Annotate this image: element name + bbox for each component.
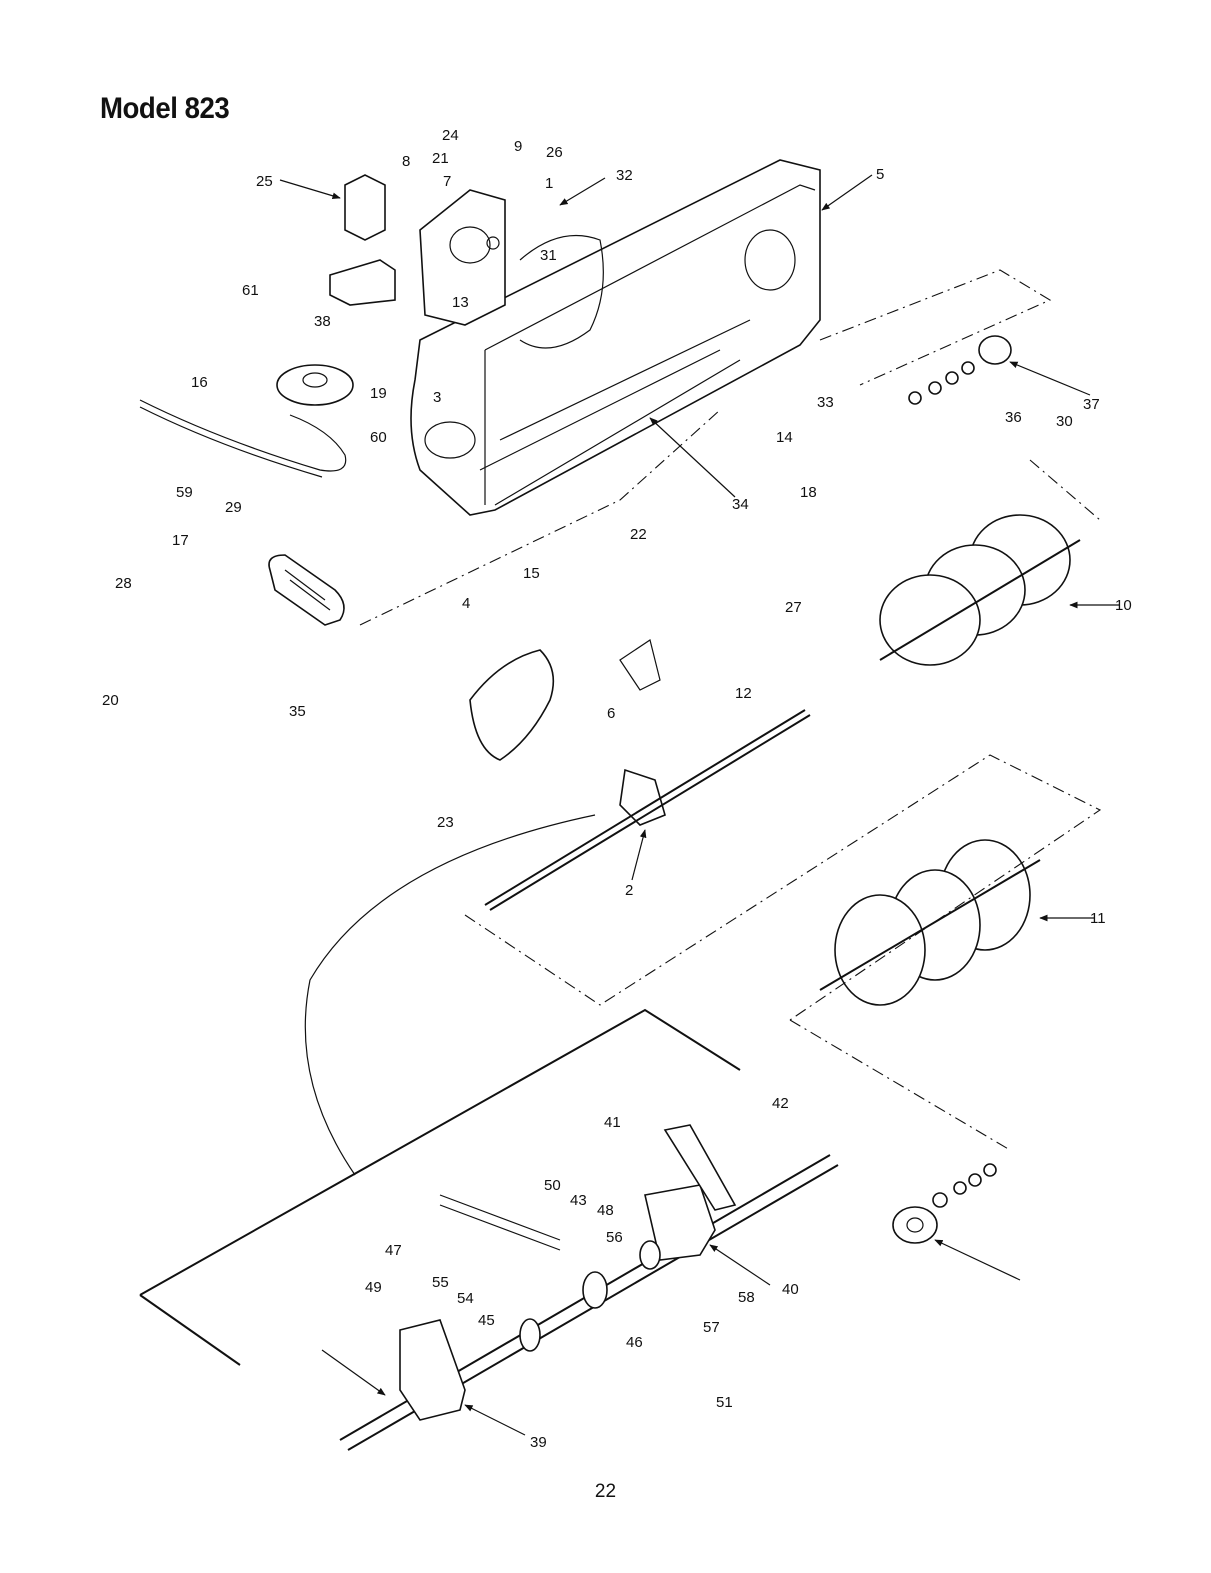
- callout-24: 24: [442, 127, 459, 144]
- callout-5: 5: [876, 166, 884, 183]
- callout-40: 40: [782, 1281, 799, 1298]
- callout-60: 60: [370, 429, 387, 446]
- callout-7: 7: [443, 173, 451, 190]
- callout-34: 34: [732, 496, 749, 513]
- callout-45: 45: [478, 1312, 495, 1329]
- callout-25: 25: [256, 173, 273, 190]
- callout-37: 37: [1083, 396, 1100, 413]
- callout-1: 1: [545, 175, 553, 192]
- callout-13: 13: [452, 294, 469, 311]
- callout-39: 39: [530, 1434, 547, 1451]
- callout-4: 4: [462, 595, 470, 612]
- callout-27: 27: [785, 599, 802, 616]
- gearbox-assembly: [330, 175, 505, 325]
- callout-38: 38: [314, 313, 331, 330]
- bearing-flange: [893, 1164, 996, 1243]
- callout-55: 55: [432, 1274, 449, 1291]
- callout-61: 61: [242, 282, 259, 299]
- auger-lower: [820, 840, 1040, 1005]
- callout-57: 57: [703, 1319, 720, 1336]
- callout-16: 16: [191, 374, 208, 391]
- callout-20: 20: [102, 692, 119, 709]
- callout-6: 6: [607, 705, 615, 722]
- callout-54: 54: [457, 1290, 474, 1307]
- callout-30: 30: [1056, 413, 1073, 430]
- callout-15: 15: [523, 565, 540, 582]
- callout-12: 12: [735, 685, 752, 702]
- callout-47: 47: [385, 1242, 402, 1259]
- bearing-flange-upper: [909, 336, 1011, 404]
- callout-22: 22: [630, 526, 647, 543]
- callout-51: 51: [716, 1394, 733, 1411]
- callout-28: 28: [115, 575, 132, 592]
- callout-10: 10: [1115, 597, 1132, 614]
- callout-41: 41: [604, 1114, 621, 1131]
- bearing-plate: [269, 555, 344, 625]
- callout-36: 36: [1005, 409, 1022, 426]
- auger-gearbox: [340, 1125, 838, 1450]
- callout-14: 14: [776, 429, 793, 446]
- callout-46: 46: [626, 1334, 643, 1351]
- callout-17: 17: [172, 532, 189, 549]
- callout-56: 56: [606, 1229, 623, 1246]
- callout-31: 31: [540, 247, 557, 264]
- callout-2: 2: [625, 882, 633, 899]
- callout-18: 18: [800, 484, 817, 501]
- callout-58: 58: [738, 1289, 755, 1306]
- callout-43: 43: [570, 1192, 587, 1209]
- callout-32: 32: [616, 167, 633, 184]
- callout-42: 42: [772, 1095, 789, 1112]
- callout-33: 33: [817, 394, 834, 411]
- callout-19: 19: [370, 385, 387, 402]
- callout-3: 3: [433, 389, 441, 406]
- pulley-and-belt: [140, 365, 353, 477]
- callout-49: 49: [365, 1279, 382, 1296]
- callout-29: 29: [225, 499, 242, 516]
- callout-35: 35: [289, 703, 306, 720]
- callout-11: 11: [1090, 910, 1106, 927]
- callout-48: 48: [597, 1202, 614, 1219]
- chute-deflector: [470, 640, 810, 910]
- callout-9: 9: [514, 138, 522, 155]
- auger-upper: [880, 515, 1080, 665]
- callout-26: 26: [546, 144, 563, 161]
- callout-59: 59: [176, 484, 193, 501]
- page-number: 22: [0, 1481, 1211, 1503]
- callout-50: 50: [544, 1177, 561, 1194]
- callout-8: 8: [402, 153, 410, 170]
- callout-23: 23: [437, 814, 454, 831]
- callout-21: 21: [432, 150, 449, 167]
